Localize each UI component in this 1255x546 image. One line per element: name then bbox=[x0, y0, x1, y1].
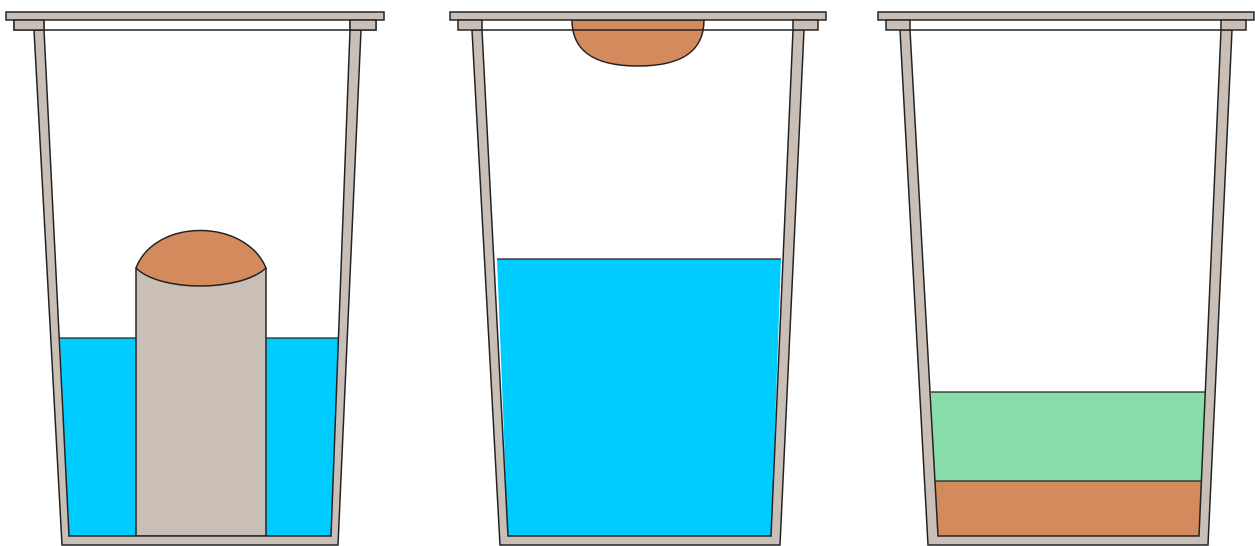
cup-2-rim bbox=[450, 12, 826, 20]
cup-3-rim-right-tab bbox=[1221, 20, 1246, 30]
cup-3 bbox=[878, 12, 1254, 545]
cup-2 bbox=[450, 12, 826, 545]
cup-1-cylinder bbox=[136, 268, 266, 536]
cup-2-rim-left-tab bbox=[458, 20, 482, 30]
cup-1-rim-left-tab bbox=[14, 20, 44, 30]
cup-1-rim bbox=[6, 12, 384, 20]
cup-1-rim-lip bbox=[14, 20, 376, 30]
cup-1 bbox=[6, 12, 384, 545]
cup-3-rim bbox=[878, 12, 1254, 20]
cup-3-rim-left-tab bbox=[886, 20, 910, 30]
cup-3-green-layer bbox=[931, 392, 1205, 481]
cup-2-water bbox=[497, 259, 781, 536]
cup-2-orange-blob bbox=[572, 20, 704, 66]
cup-1-rim-right-tab bbox=[350, 20, 376, 30]
cup-3-brown-layer bbox=[935, 481, 1202, 536]
cup-1-orange-cap bbox=[136, 231, 266, 287]
cup-2-rim-right-tab bbox=[793, 20, 818, 30]
